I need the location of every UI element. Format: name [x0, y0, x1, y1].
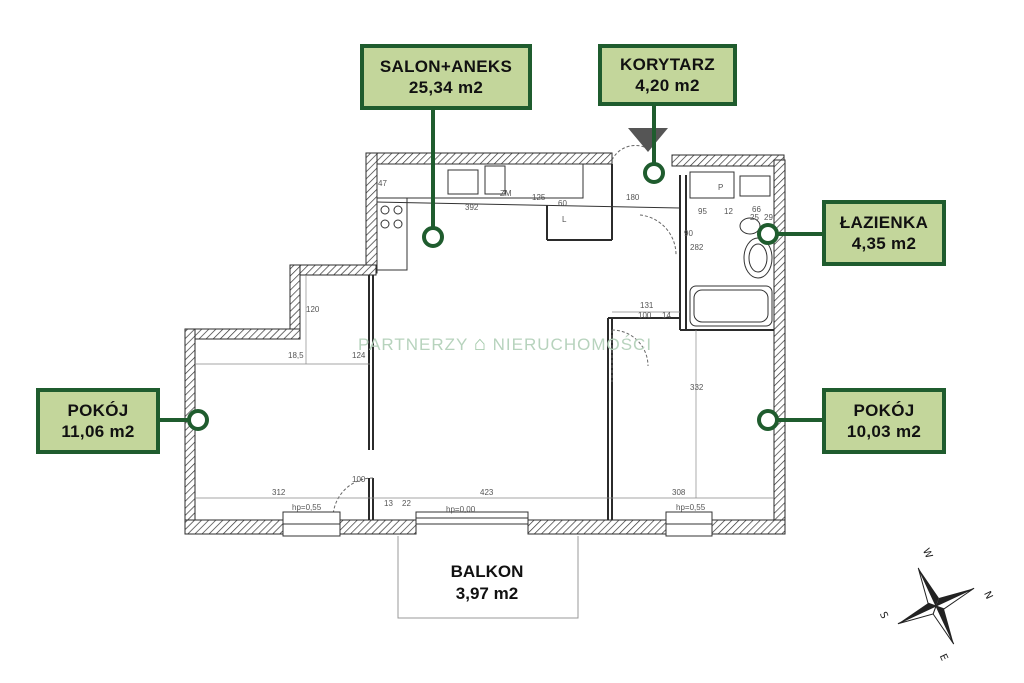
dim-392: 392 [465, 203, 479, 212]
korytarz-name: KORYTARZ [620, 54, 715, 74]
dim-131: 131 [640, 301, 654, 310]
dim-25: 25 [750, 213, 759, 222]
dim-47: 47 [378, 179, 387, 188]
balkon-name: BALKON [450, 561, 524, 581]
dim-18-5: 18,5 [288, 351, 304, 360]
dim-332: 332 [690, 383, 704, 392]
dim-90: 90 [684, 229, 693, 238]
pokoj-right-name: POKÓJ [853, 400, 915, 420]
bathroom-fixtures [689, 171, 773, 327]
dim-308: 308 [672, 488, 686, 497]
label-lazienka: ŁAZIENKA 4,35 m2 [822, 200, 946, 266]
korytarz-area: 4,20 m2 [635, 76, 700, 95]
dim-29: 29 [764, 213, 773, 222]
dim-124: 124 [352, 351, 366, 360]
dim-22: 22 [402, 499, 411, 508]
hp-right: hp=0,55 [676, 503, 706, 512]
watermark-left: PARTNERZY [358, 335, 469, 354]
salon-name: SALON+ANEKS [379, 56, 513, 76]
lazienka-area: 4,35 m2 [851, 234, 917, 253]
pokoj-left-name: POKÓJ [67, 400, 129, 420]
marker-pokoj-right [757, 409, 779, 431]
watermark: PARTNERZY ⌂ NIERUCHOMOŚCI [358, 333, 652, 356]
dimension-lines [195, 275, 774, 499]
dim-12: 12 [724, 207, 733, 216]
watermark-right: NIERUCHOMOŚCI [492, 335, 653, 354]
dim-180: 180 [626, 193, 640, 202]
closet-mark: L [562, 215, 567, 224]
pokoj-left-area: 11,06 m2 [61, 422, 135, 441]
marker-salon [422, 226, 444, 248]
label-pokoj-left: POKÓJ 11,06 m2 [36, 388, 160, 454]
dim-66: 66 [752, 205, 761, 214]
balcony-outline [397, 536, 579, 619]
house-logo-icon: ⌂ [473, 333, 487, 355]
dim-423: 423 [480, 488, 494, 497]
kitchen-counter [376, 163, 681, 271]
label-korytarz: KORYTARZ 4,20 m2 [598, 44, 737, 106]
dim-60: 60 [558, 199, 567, 208]
marker-korytarz [643, 162, 665, 184]
dim-14: 14 [662, 311, 671, 320]
dim-282: 282 [690, 243, 704, 252]
dim-125: 125 [532, 193, 546, 202]
marker-lazienka [757, 223, 779, 245]
dimension-labels: 392 180 125 60 282 90 131 100 14 120 124… [272, 179, 773, 514]
dim-100-door: 100 [352, 475, 366, 484]
salon-area: 25,34 m2 [408, 78, 484, 97]
label-salon-aneks: SALON+ANEKS 25,34 m2 [360, 44, 532, 110]
compass-rose-icon [897, 567, 975, 645]
fridge-mark: ZM [500, 189, 512, 198]
windows [282, 511, 713, 537]
dim-13: 13 [384, 499, 393, 508]
dim-312: 312 [272, 488, 286, 497]
label-pokoj-right: POKÓJ 10,03 m2 [822, 388, 946, 454]
balkon-area: 3,97 m2 [455, 584, 519, 603]
lazienka-name: ŁAZIENKA [839, 212, 929, 232]
dim-95: 95 [698, 207, 707, 216]
label-connectors [160, 104, 823, 422]
label-balkon: BALKON 3,97 m2 [398, 548, 576, 618]
dim-120: 120 [306, 305, 320, 314]
hp-left: hp=0,55 [292, 503, 322, 512]
hp-mid: hp=0,00 [446, 505, 476, 514]
utility-mark: P [718, 183, 723, 192]
entrance-arrow-icon [628, 128, 668, 152]
room-markers [187, 162, 779, 431]
pokoj-right-area: 10,03 m2 [846, 422, 922, 441]
dim-100: 100 [638, 311, 652, 320]
marker-pokoj-left [187, 409, 209, 431]
door-swings [332, 144, 677, 519]
